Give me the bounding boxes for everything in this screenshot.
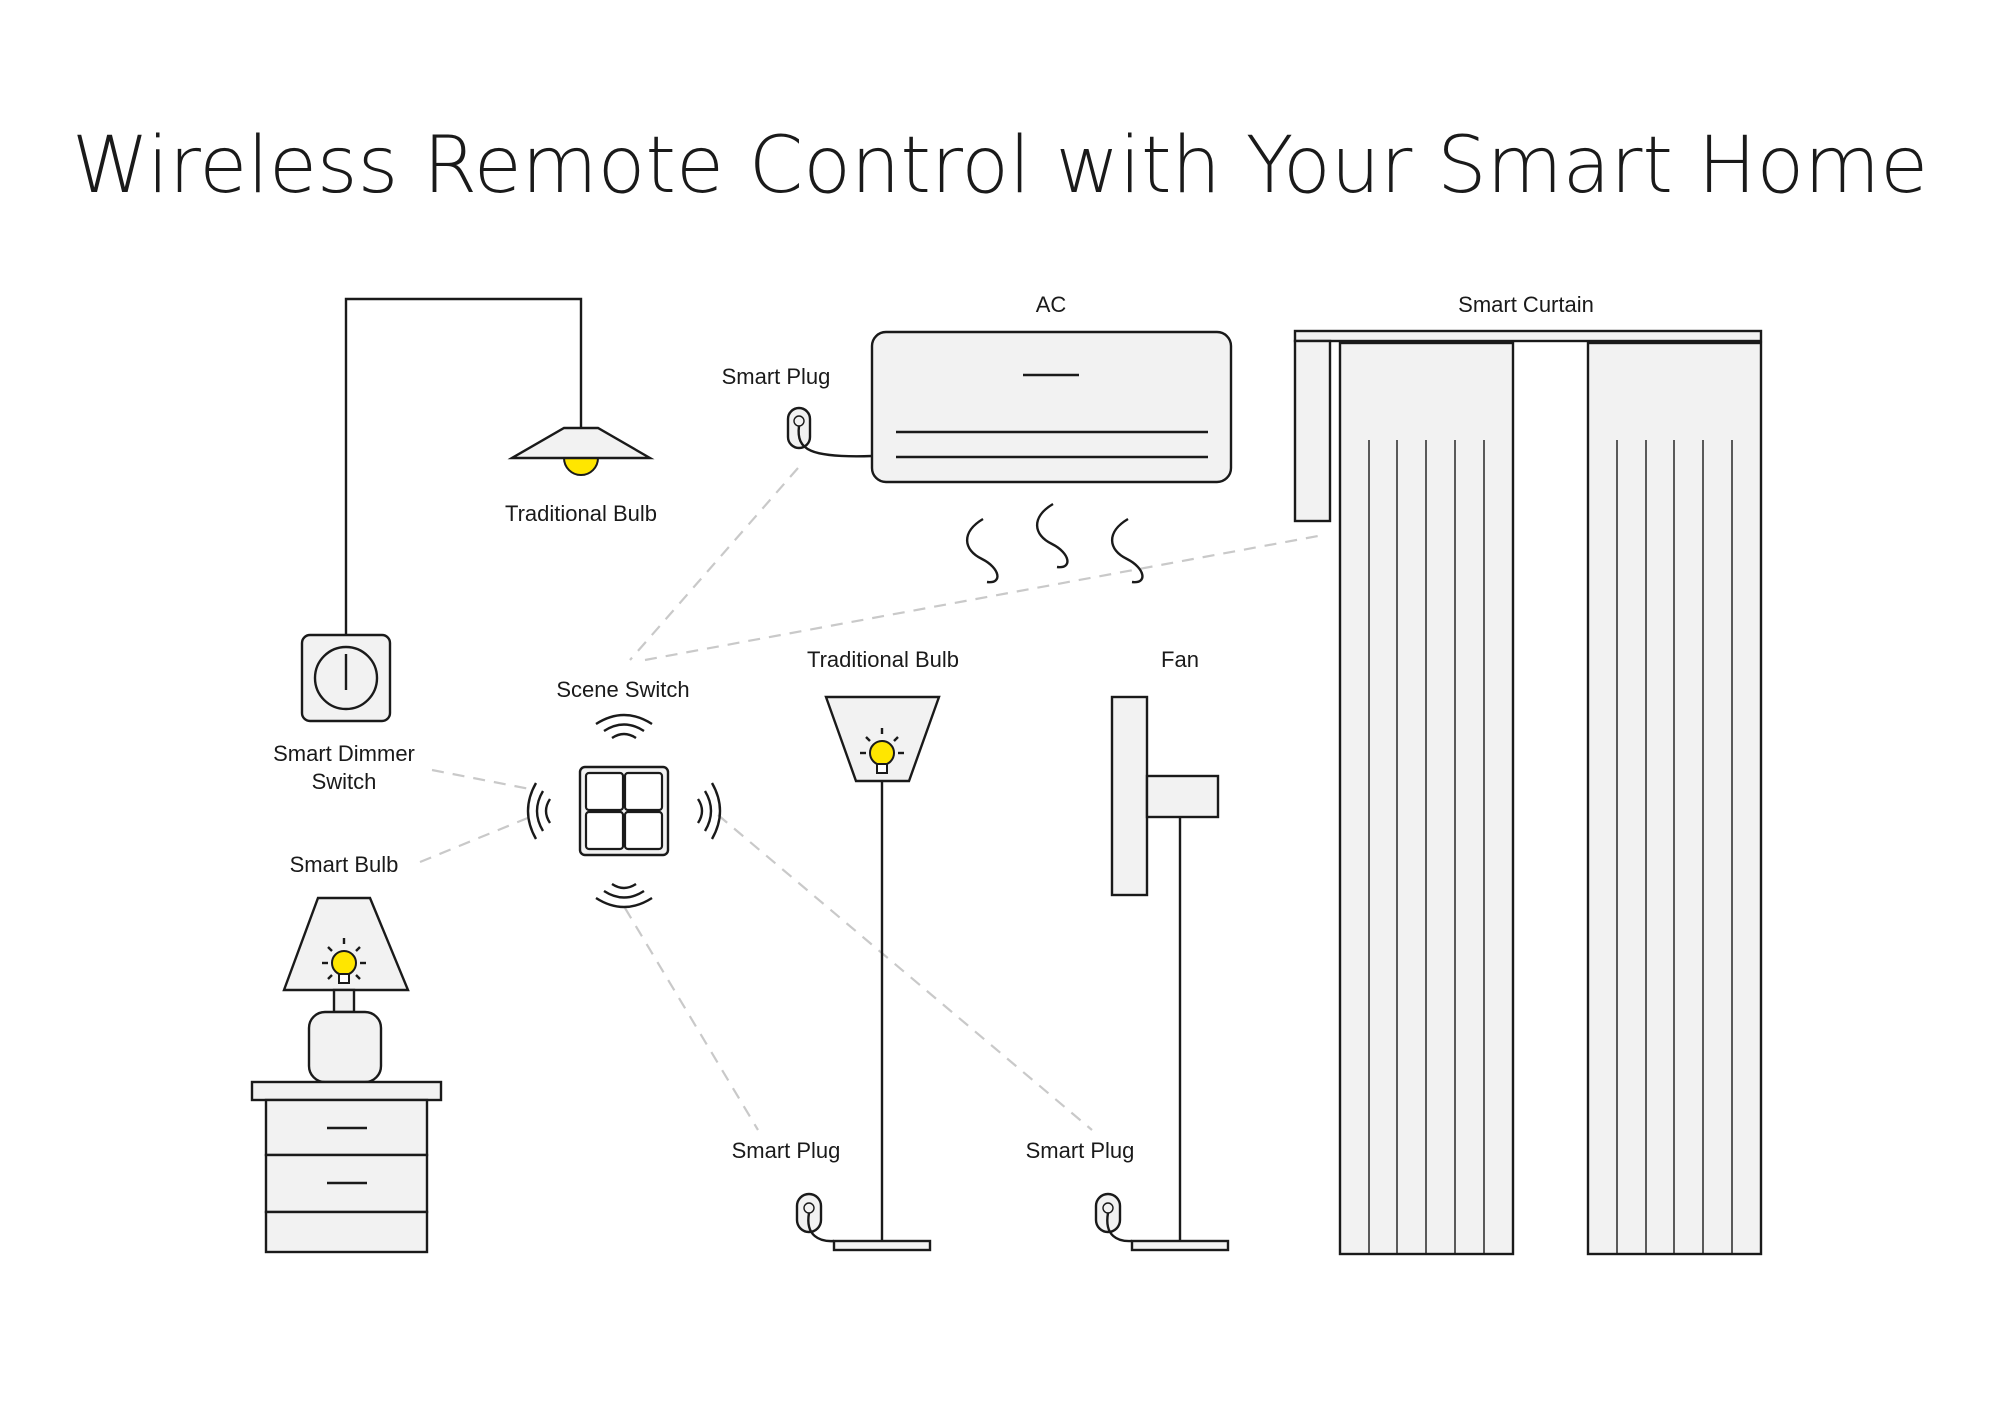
ceiling-lampshade — [507, 426, 655, 460]
table-lamp — [282, 896, 410, 1084]
scene-button-4[interactable] — [623, 810, 664, 851]
nightstand-top — [250, 1080, 443, 1102]
label-traditional-bulb-ceiling: Traditional Bulb — [505, 501, 657, 526]
label-smart-curtain: Smart Curtain — [1458, 292, 1594, 317]
ceiling-light — [344, 297, 655, 637]
scene-switch[interactable] — [578, 765, 670, 857]
dimmer-knob[interactable] — [313, 645, 379, 711]
diagram-title: Wireless Remote Control with Your Smart … — [72, 121, 1928, 211]
plug-fan-cable — [1106, 1212, 1133, 1243]
ac-body — [870, 330, 1233, 484]
scene-button-3[interactable] — [584, 810, 625, 851]
floor-lamp-base — [832, 1239, 932, 1252]
plug-ac-cable — [797, 425, 873, 458]
label-smart-plug-ac: Smart Plug — [722, 364, 831, 389]
smart-dimmer-switch[interactable] — [300, 633, 392, 723]
curtain-rail — [1293, 329, 1763, 343]
link-to-fan-plug — [717, 814, 1093, 1131]
scene-button-1[interactable] — [584, 771, 625, 812]
label-ac: AC — [1036, 292, 1067, 317]
fan-head — [1110, 695, 1149, 897]
smart-curtain — [1293, 329, 1763, 1256]
airflow-icon — [966, 502, 1144, 584]
nightstand — [250, 1080, 443, 1254]
table-lamp-neck — [332, 988, 356, 1014]
smart-plug-ac[interactable] — [786, 406, 873, 458]
curtain-motor — [1293, 339, 1332, 523]
ceiling-bulb-icon — [562, 457, 600, 476]
ceiling-cord — [344, 297, 583, 637]
floor-lamp-bulb-icon — [860, 728, 904, 774]
link-to-ac-plug — [629, 467, 799, 661]
smart-plug-lamp[interactable] — [795, 1192, 835, 1243]
table-lamp-bulb-icon — [322, 938, 366, 984]
plug-lamp-cable — [807, 1212, 835, 1243]
label-smart-dimmer-line1: Smart Dimmer — [273, 741, 415, 766]
label-smart-plug-fan: Smart Plug — [1026, 1138, 1135, 1163]
ac-unit — [870, 330, 1233, 484]
floor-lampshade — [824, 695, 941, 783]
link-to-dimmer — [431, 768, 536, 792]
wireless-signal-icon — [526, 713, 722, 909]
link-to-curtain — [644, 534, 1319, 662]
label-smart-plug-lamp: Smart Plug — [732, 1138, 841, 1163]
fan-motor — [1145, 774, 1220, 819]
nightstand-base — [264, 1210, 429, 1254]
wireless-links — [419, 467, 1319, 1131]
smart-plug-fan[interactable] — [1094, 1192, 1133, 1243]
standing-fan — [1110, 695, 1230, 1252]
label-smart-dimmer-line2: Switch — [312, 769, 377, 794]
scene-button-2[interactable] — [623, 771, 664, 812]
link-to-lamp-plug — [624, 907, 759, 1131]
label-smart-bulb: Smart Bulb — [290, 852, 399, 877]
table-lampshade — [282, 896, 410, 992]
label-scene-switch: Scene Switch — [556, 677, 689, 702]
link-to-smart-bulb — [419, 813, 536, 864]
label-traditional-bulb-floor: Traditional Bulb — [807, 647, 959, 672]
table-lamp-base — [307, 1010, 383, 1084]
floor-lamp — [824, 695, 941, 1252]
fan-base — [1130, 1239, 1230, 1252]
label-fan: Fan — [1161, 647, 1199, 672]
